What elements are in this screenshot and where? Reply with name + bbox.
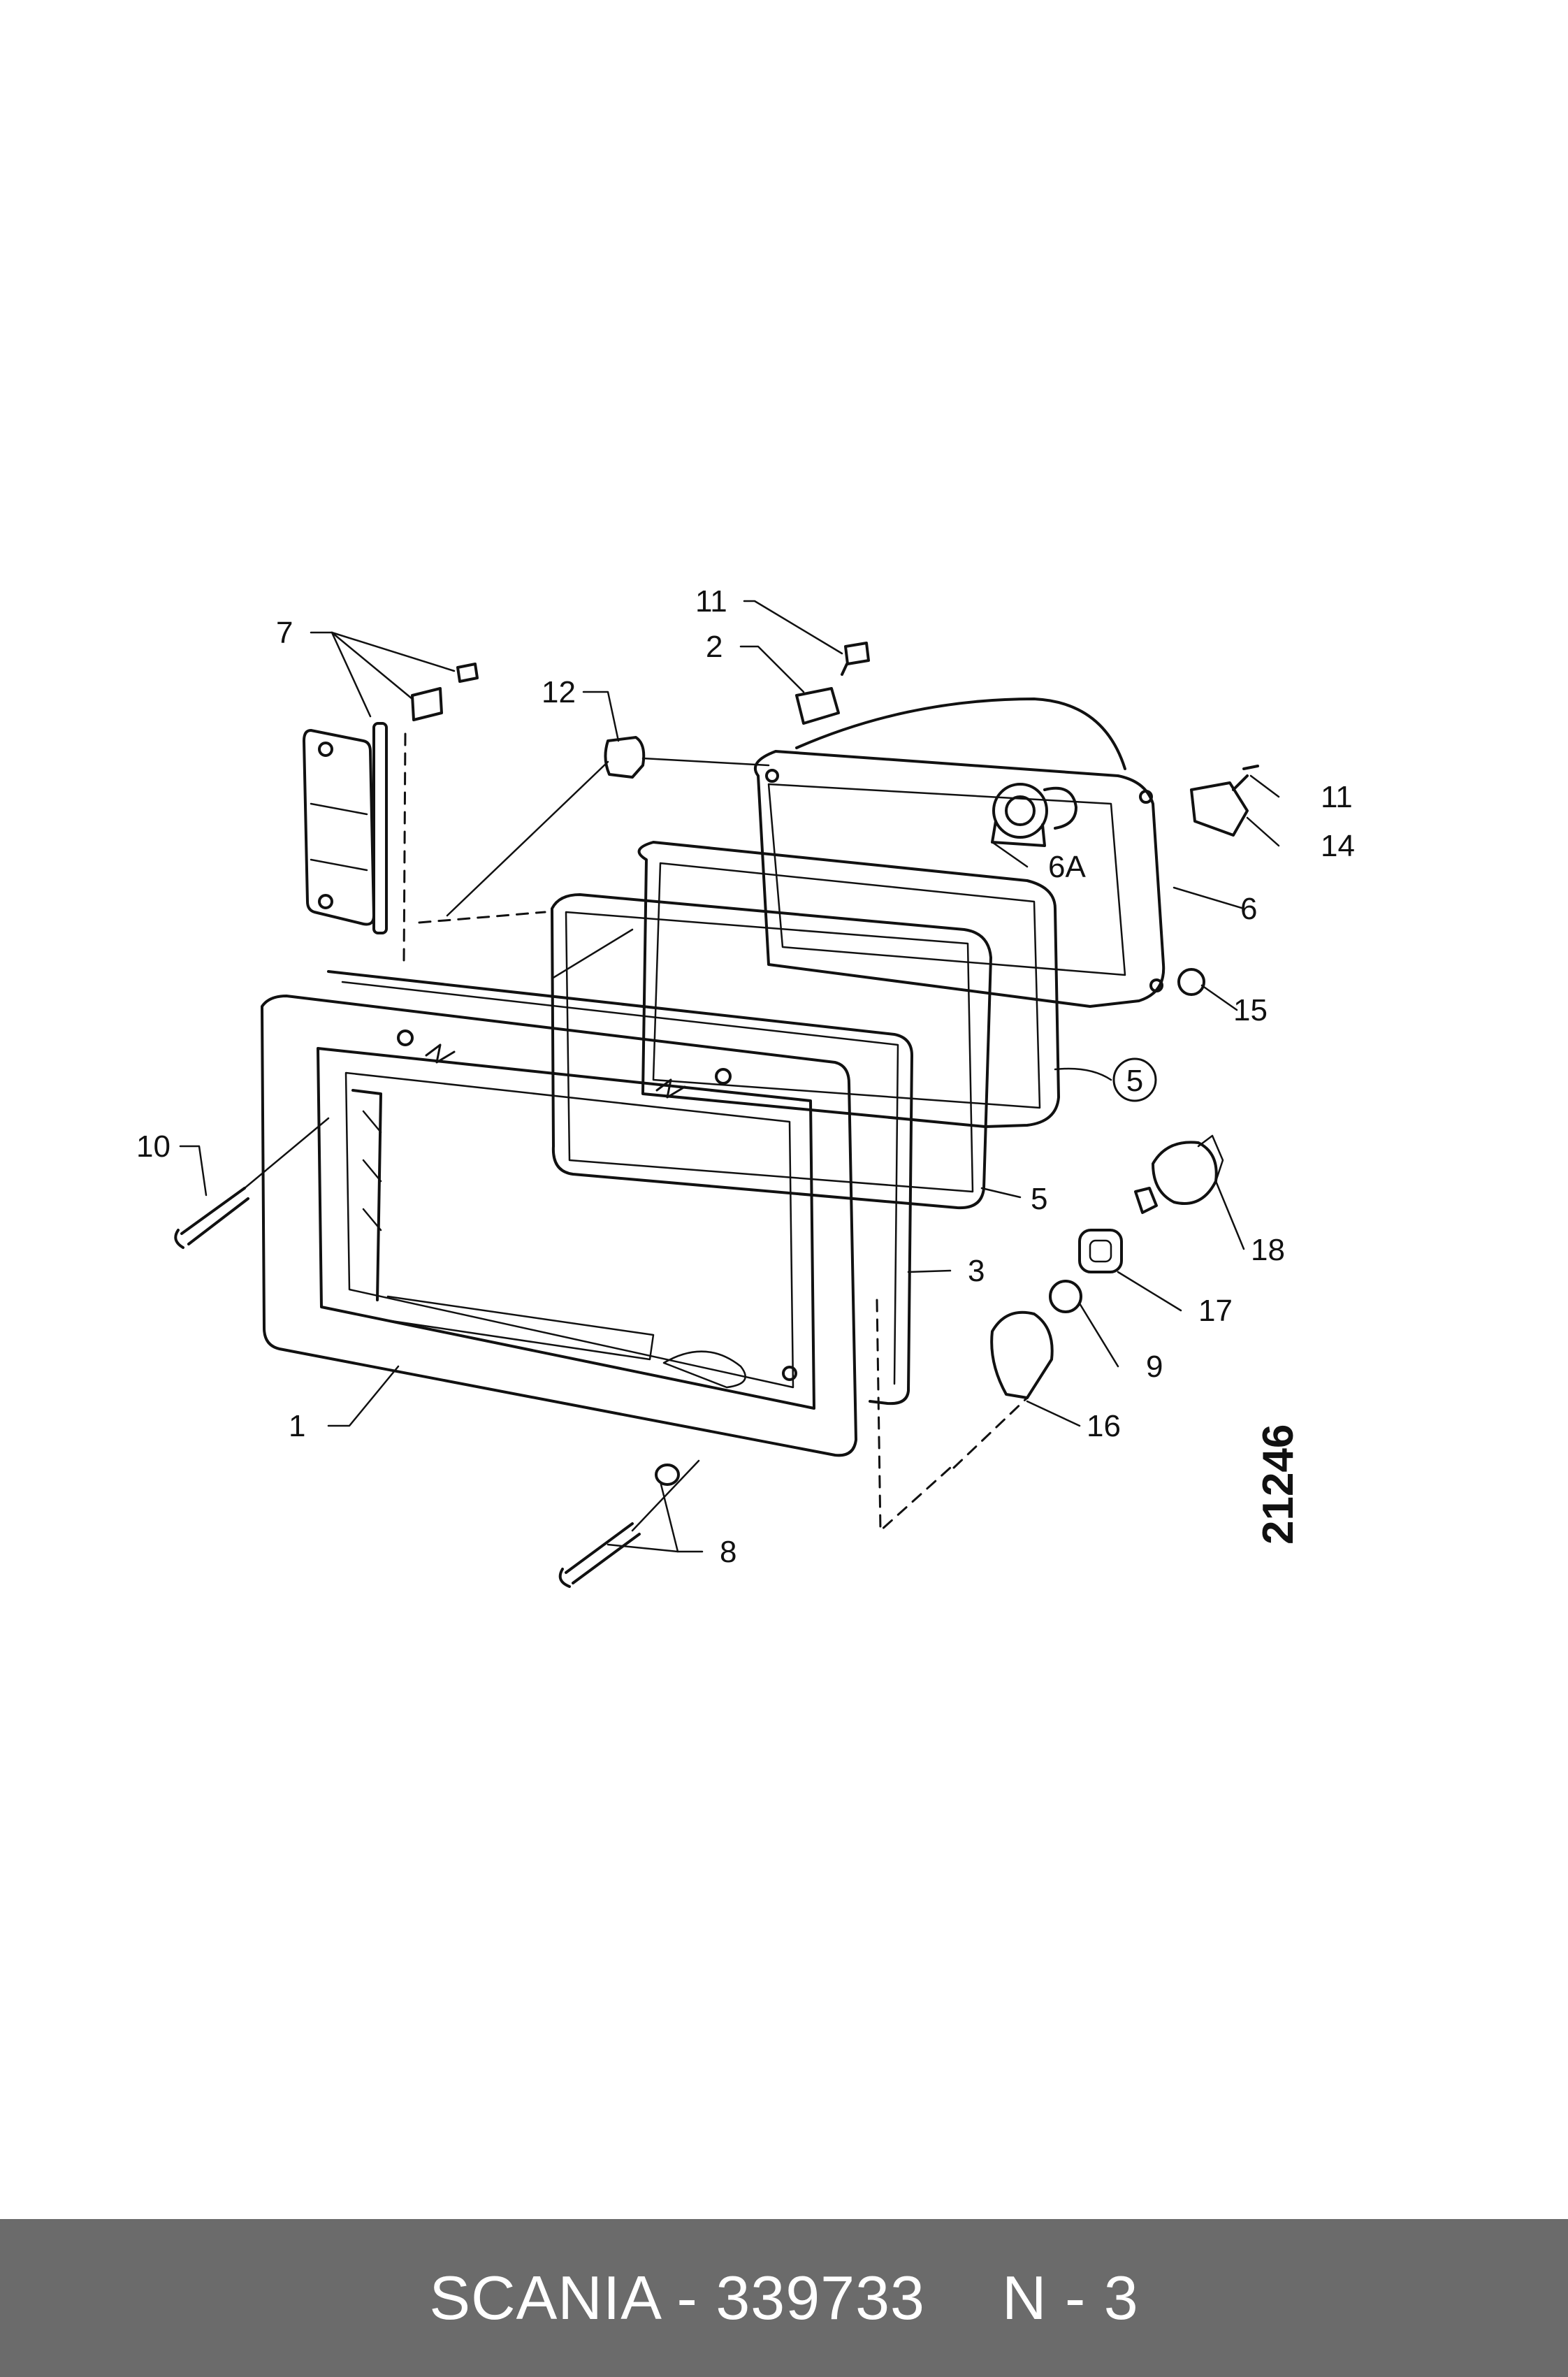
exploded-parts-diagram: 7 11 2 12 11 14 6A 6 15 5 10 5 18 3 17 9…	[136, 584, 1355, 1588]
page-code: N - 3	[1001, 2263, 1139, 2332]
footer-bar: SCANIA - 339733 N - 3	[0, 2219, 1568, 2377]
callout-6a: 6A	[1048, 850, 1086, 884]
bulb-assembly	[990, 1134, 1224, 1399]
callout-7: 7	[276, 616, 293, 650]
connector-14	[1190, 781, 1249, 837]
callout-2: 2	[706, 630, 723, 664]
cap-15	[1177, 968, 1205, 996]
lamp-seal	[551, 893, 992, 1210]
callout-16: 16	[1087, 1409, 1121, 1443]
screw-8	[558, 1522, 641, 1588]
callout-13: 12	[542, 675, 576, 709]
drawing-number: 21246	[1254, 1424, 1302, 1545]
clip-part	[604, 736, 646, 779]
part-reference: SCANIA - 339733	[429, 2263, 925, 2332]
callout-8: 8	[720, 1535, 736, 1569]
callout-4-circle	[1112, 1057, 1157, 1102]
callout-1: 1	[289, 1409, 305, 1443]
callout-18: 18	[1251, 1233, 1285, 1267]
screw-11	[841, 642, 870, 676]
callout-17: 17	[1198, 1294, 1233, 1328]
small-bracket	[795, 687, 840, 725]
callout-5: 5	[1031, 1182, 1047, 1216]
callout-9: 9	[1146, 1350, 1163, 1384]
headlamp-frame	[261, 995, 857, 1457]
gasket-frame	[327, 970, 913, 1406]
callout-11: 11	[695, 584, 727, 619]
callout-4: 5	[1126, 1064, 1143, 1098]
callout-3: 3	[968, 1254, 985, 1288]
callout-6: 6	[1240, 892, 1257, 926]
callout-15: 15	[1233, 993, 1268, 1027]
bulb-holder	[991, 783, 1077, 847]
callout-12: 11	[1321, 780, 1353, 814]
headlamp-housing	[753, 698, 1166, 1008]
callout-14: 14	[1321, 829, 1355, 863]
callout-10: 10	[136, 1129, 170, 1164]
screw-12	[1232, 765, 1259, 791]
screw-10	[174, 1187, 249, 1249]
washer-8	[655, 1464, 680, 1486]
mounting-bracket	[303, 663, 479, 934]
